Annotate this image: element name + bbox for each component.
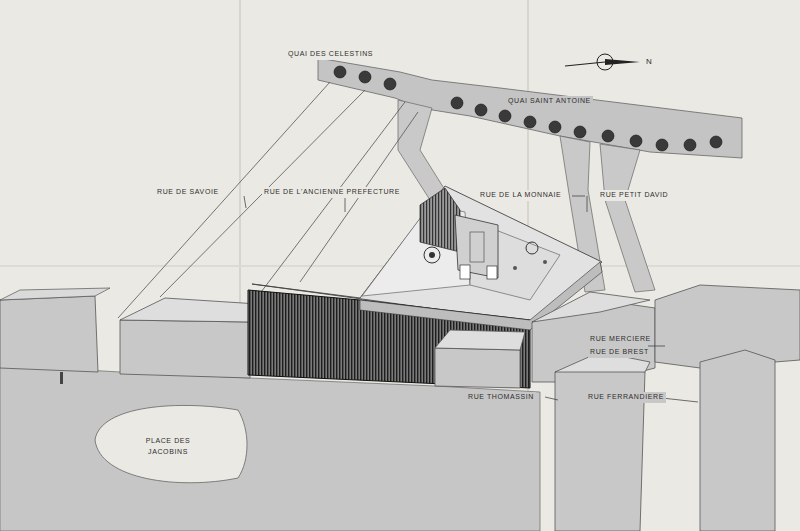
street-label: RUE THOMASSIN (466, 392, 536, 403)
north-label: N (644, 56, 654, 68)
quay-label: QUAI SAINT ANTOINE (506, 96, 593, 107)
street-label: RUE DE SAVOIE (155, 187, 221, 198)
street-label: RUE FERRANDIERE (586, 392, 666, 403)
street-label: RUE DE L'ANCIENNE PREFECTURE (262, 187, 402, 198)
street-label: RUE MERCIERE (588, 334, 653, 345)
street-label: RUE PETIT DAVID (598, 190, 670, 201)
street-label: RUE DE LA MONNAIE (478, 190, 563, 201)
quay-label: QUAI DES CELESTINS (286, 49, 375, 60)
street-label: RUE DE BREST (588, 347, 651, 358)
place-label: PLACE DES JACOBINS (128, 436, 208, 457)
